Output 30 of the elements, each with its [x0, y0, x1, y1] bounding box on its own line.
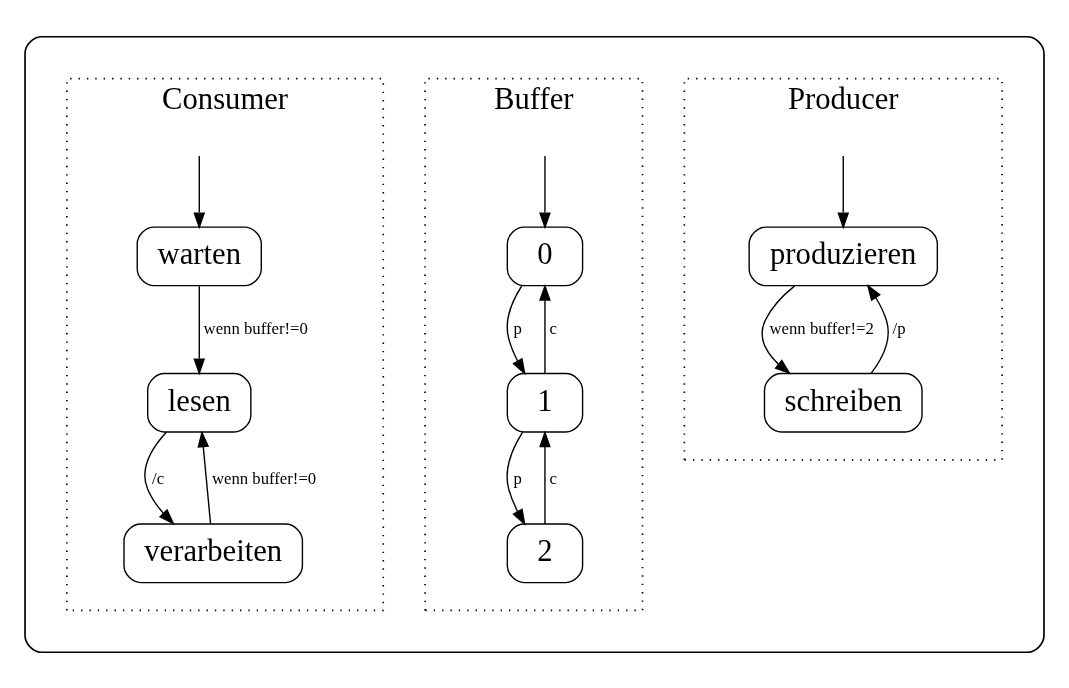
edge-label: wenn buffer!=0: [203, 318, 308, 338]
edge-label: /c: [152, 468, 165, 488]
node-box: lesen: [147, 372, 252, 433]
edge-label: wenn buffer!=0: [211, 468, 317, 488]
arrow: [193, 154, 206, 229]
arrow: [144, 431, 175, 525]
arrow: [506, 284, 526, 375]
node-box: schreiben: [763, 372, 923, 433]
node-box: verarbeiten: [123, 522, 304, 583]
node-box: warten: [136, 225, 262, 286]
node-box: 0: [506, 225, 584, 286]
edge-label: /p: [892, 318, 906, 338]
edge-label: wenn buffer!=2: [769, 318, 874, 338]
arrow: [761, 284, 796, 375]
node-box: 2: [506, 522, 584, 583]
edge-label: p: [513, 468, 522, 488]
edge-label: p: [513, 318, 522, 338]
arrow: [866, 283, 889, 374]
arrow: [837, 154, 850, 229]
arrow: [539, 154, 551, 229]
edge-label: c: [549, 318, 558, 338]
cluster: [24, 35, 1045, 653]
node-box: produzieren: [748, 225, 939, 286]
arrow: [539, 283, 551, 374]
arrow: [197, 430, 212, 525]
node-box: 1: [506, 372, 584, 433]
arrow: [193, 284, 206, 375]
edge-label: c: [549, 468, 558, 488]
arrow: [539, 430, 551, 525]
arrow: [506, 431, 526, 526]
